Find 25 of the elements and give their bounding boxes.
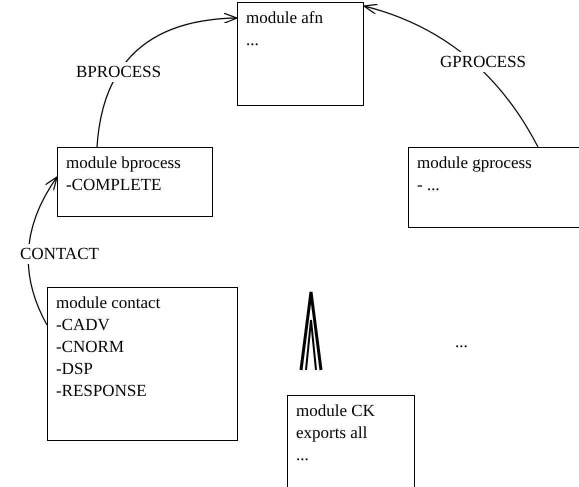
module-box bbox=[408, 147, 579, 228]
module-item: -CADV bbox=[56, 314, 111, 336]
edge-label: GPROCESS bbox=[440, 52, 526, 72]
module-box bbox=[47, 287, 238, 441]
module-item: - ... bbox=[417, 174, 441, 196]
module-item: -DSP bbox=[56, 358, 94, 380]
module-item: -CNORM bbox=[56, 336, 126, 358]
module-item: -COMPLETE bbox=[66, 174, 162, 196]
module-box bbox=[287, 395, 415, 487]
edge-label: CONTACT bbox=[20, 244, 99, 264]
curved-arrow bbox=[28, 176, 58, 326]
module-box bbox=[237, 2, 364, 106]
curved-arrow bbox=[363, 4, 539, 148]
module-box bbox=[57, 147, 213, 217]
module-name: module bprocess bbox=[66, 152, 182, 174]
module-name: module contact bbox=[56, 292, 162, 314]
curved-arrow bbox=[96, 13, 238, 148]
edge-label: BPROCESS bbox=[76, 62, 162, 82]
module-name: module gprocess bbox=[417, 152, 533, 174]
module-item: ... bbox=[296, 444, 310, 466]
module-item: -RESPONSE bbox=[56, 380, 148, 402]
module-name: module afn bbox=[246, 7, 324, 29]
module-name: module CK bbox=[296, 400, 376, 422]
module-item: ... bbox=[246, 29, 260, 51]
module-item: exports all bbox=[296, 422, 368, 444]
